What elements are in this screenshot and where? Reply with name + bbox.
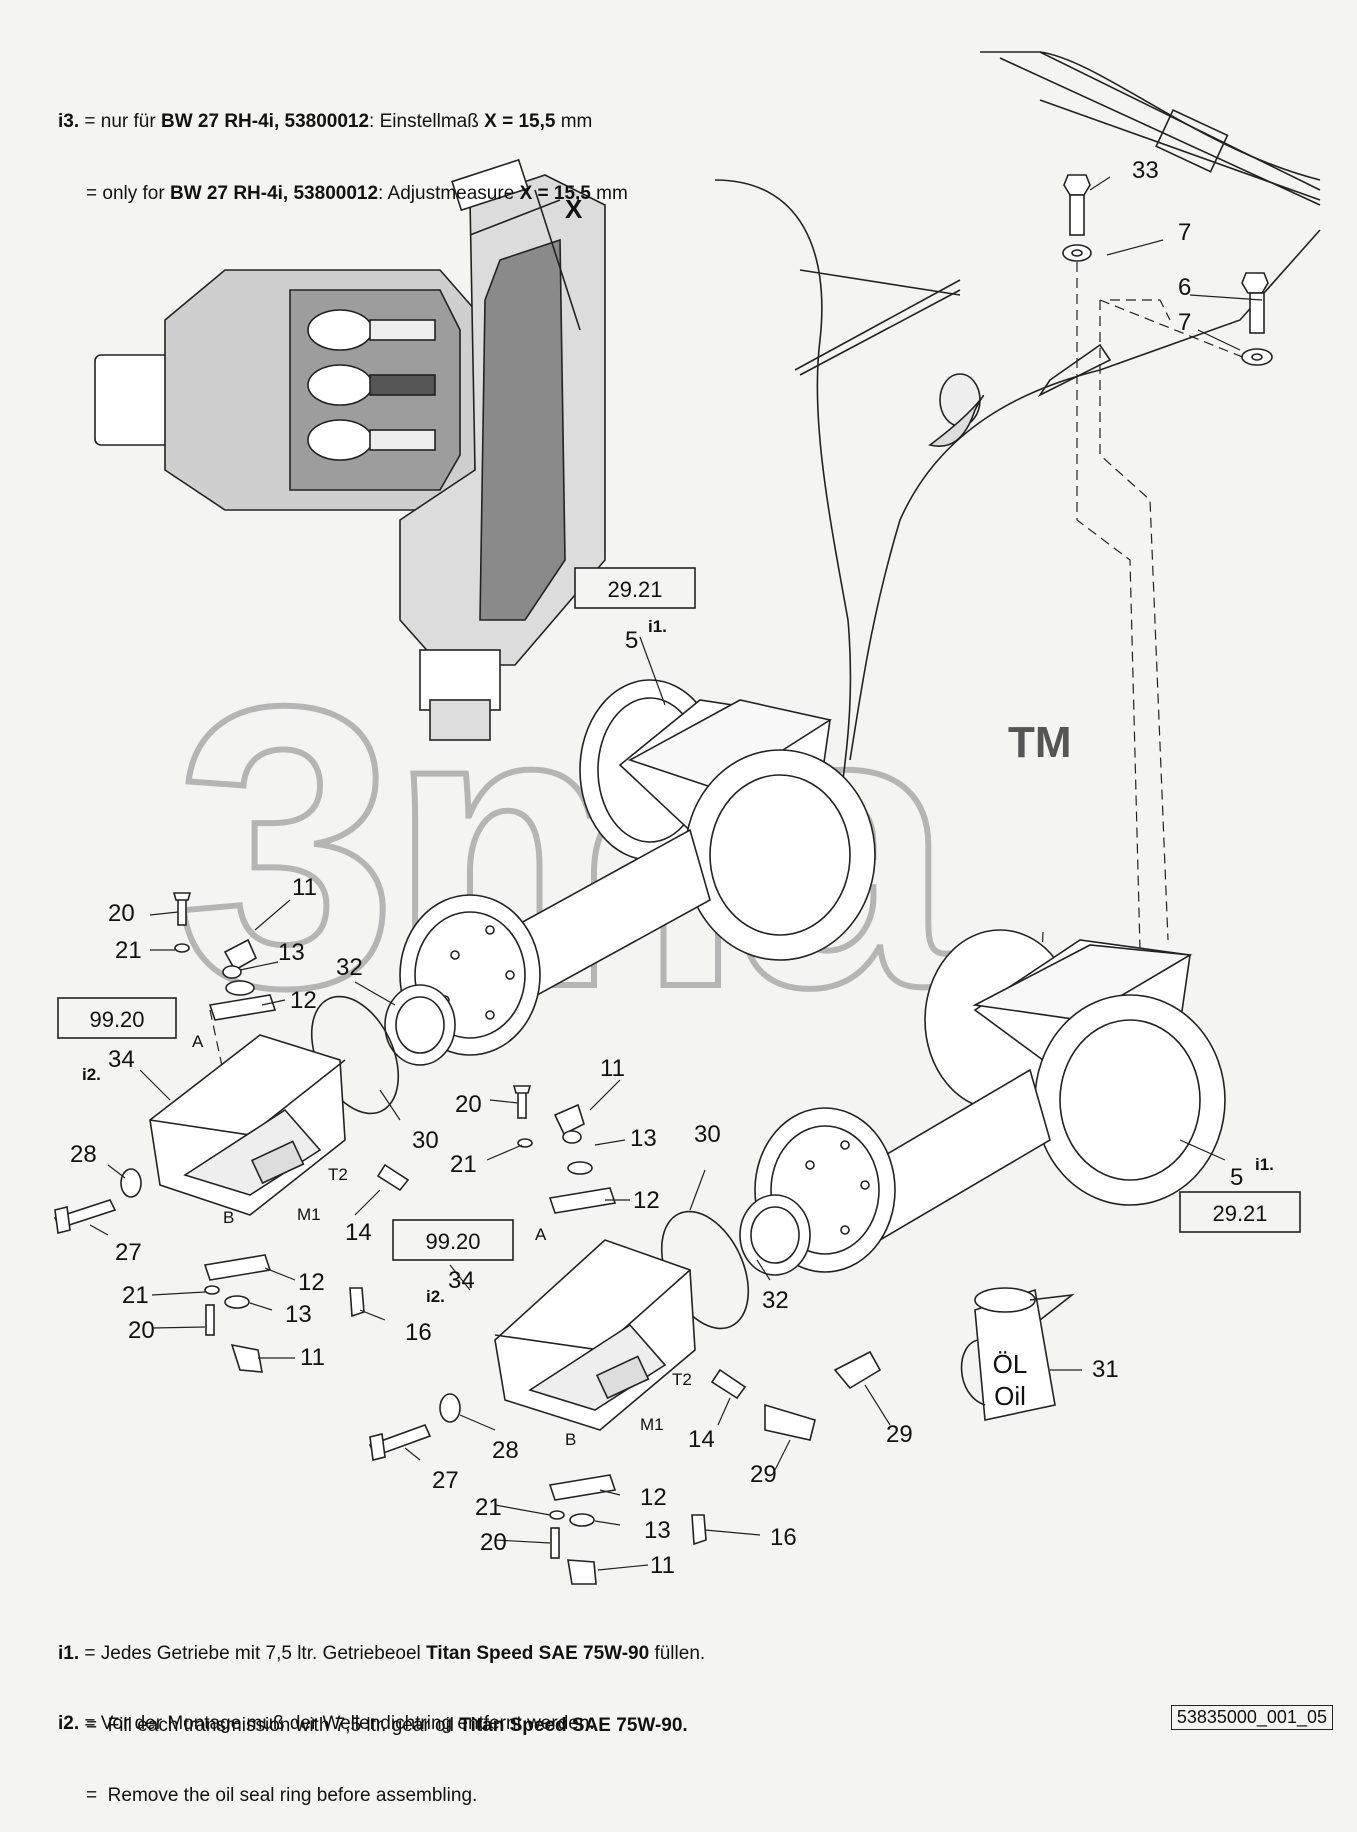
mounting-bracket: [928, 343, 1112, 447]
callout-21-left-top: 21: [115, 937, 142, 964]
callout-5-bottom: 5: [1230, 1164, 1243, 1191]
port-label-a-right: A: [535, 1225, 547, 1244]
svg-text:99.20: 99.20: [425, 1229, 480, 1254]
callout-11-right-top: 11: [600, 1055, 625, 1082]
callout-29-right: 29: [886, 1421, 913, 1448]
svg-text:29.21: 29.21: [607, 577, 662, 602]
callout-32-right: 32: [762, 1287, 789, 1314]
hydraulic-motor-cutaway: [94, 158, 606, 741]
callout-14-right: 14: [688, 1426, 715, 1453]
callout-12-right-top: 12: [633, 1187, 660, 1214]
callout-13-right-bottom: 13: [644, 1517, 671, 1544]
callout-13-left-bottom: 13: [285, 1301, 312, 1328]
port-label-b-right: B: [565, 1430, 576, 1449]
svg-text:29.21: 29.21: [1212, 1201, 1267, 1226]
bolt-6: [1241, 272, 1273, 366]
ref-box-99-20-left: 99.20: [57, 997, 177, 1039]
note-i2: i2. = Vor der Montage muß der Wellendich…: [58, 1664, 595, 1832]
callout-13-right-top: 13: [630, 1125, 657, 1152]
callout-7-mid: 7: [1178, 309, 1191, 336]
callout-14-left: 14: [345, 1219, 372, 1246]
note-i1-de: i1. = Jedes Getriebe mit 7,5 ltr. Getrie…: [58, 1643, 706, 1664]
svg-text:TM: TM: [1008, 718, 1072, 767]
oil-can: ÖL Oil: [960, 1287, 1075, 1421]
note-i2-de: i2. = Vor der Montage muß der Wellendich…: [58, 1713, 595, 1734]
callout-27-right: 27: [432, 1467, 459, 1494]
callout-32-left: 32: [336, 954, 363, 981]
axial-pump-left: [149, 1034, 346, 1216]
callout-16-right: 16: [770, 1524, 797, 1551]
svg-text:Oil: Oil: [994, 1381, 1026, 1411]
callout-6: 6: [1178, 274, 1191, 301]
callout-12-left-top: 12: [290, 987, 317, 1014]
callout-29-left: 29: [750, 1461, 777, 1488]
leader-lines: [89, 176, 1263, 1571]
callout-20-left-top: 20: [108, 900, 135, 927]
ref-box-99-20-right: 99.20: [392, 1219, 514, 1261]
diagram-canvas: 3ma TM: [53, 51, 1321, 1585]
small-parts-right: [368, 1085, 882, 1585]
note-i3-de: i3. = nur für BW 27 RH-4i, 53800012: Ein…: [58, 111, 593, 132]
callout-28-right: 28: [492, 1437, 519, 1464]
callout-30-left: 30: [412, 1127, 439, 1154]
callout-20-right-top: 20: [455, 1091, 482, 1118]
note-i1: i1. = Jedes Getriebe mit 7,5 ltr. Getrie…: [58, 1594, 705, 1762]
note-i2-en: = Remove the oil seal ring before assemb…: [86, 1785, 478, 1806]
ref-box-29-21-bottom: 29.21: [1179, 1191, 1301, 1233]
callout-27-left: 27: [115, 1239, 142, 1266]
callout-11-left-bottom: 11: [300, 1344, 325, 1371]
port-label-m1-left: M1: [297, 1205, 321, 1224]
document-id: 53835000_001_05: [1170, 1705, 1333, 1730]
callout-28-left: 28: [70, 1141, 97, 1168]
ref-box-29-21-top: 29.21: [574, 567, 696, 609]
note-i1-en: = Fill each transmission with 7,5 ltr. g…: [86, 1715, 688, 1736]
bolt-33: [1062, 174, 1092, 262]
callout-12-left-bottom: 12: [298, 1269, 325, 1296]
callout-21-right-top: 21: [450, 1151, 477, 1178]
port-label-m1-right: M1: [640, 1415, 664, 1434]
port-label-t2-right: T2: [672, 1370, 692, 1389]
port-labels: A B T2 M1 A B T2 M1: [192, 1032, 692, 1449]
port-label-b-left: B: [223, 1208, 234, 1227]
note-i3-en: = only for BW 27 RH-4i, 53800012: Adjust…: [86, 183, 628, 204]
callout-34-right: 34: [448, 1267, 475, 1294]
callout-13-left-top: 13: [278, 939, 305, 966]
callout-5-top-tag: i1.: [648, 617, 667, 636]
dimension-x-label: X: [565, 194, 583, 224]
note-i3: i3. = nur für BW 27 RH-4i, 53800012: Ein…: [58, 62, 628, 230]
callout-34-left: 34: [108, 1046, 135, 1073]
callout-5-top: 5: [625, 627, 638, 654]
final-drive-lower: [739, 929, 1226, 1276]
callout-16-left: 16: [405, 1319, 432, 1346]
callout-11-left-top: 11: [292, 874, 317, 901]
port-label-a-left: A: [192, 1032, 204, 1051]
port-label-t2-left: T2: [328, 1165, 348, 1184]
svg-text:99.20: 99.20: [89, 1007, 144, 1032]
axial-pump-right: [494, 1239, 696, 1431]
callout-numbers: 33 7 6 7 5 i1. 5 i1. 20 21 11 13 12 32 3…: [70, 157, 1274, 1579]
exploded-parts-diagram: 3ma TM: [53, 51, 1321, 1585]
callout-12-right-bottom: 12: [640, 1484, 667, 1511]
callout-30-right: 30: [694, 1121, 721, 1148]
callout-34-left-tag: i2.: [82, 1065, 101, 1084]
callout-11-right-bottom: 11: [650, 1552, 675, 1579]
svg-text:ÖL: ÖL: [993, 1349, 1028, 1379]
callout-20-right-bottom: 20: [480, 1529, 507, 1556]
callout-33: 33: [1132, 157, 1159, 184]
callout-20-left-bottom: 20: [128, 1317, 155, 1344]
chassis-frame: [714, 51, 1321, 781]
callout-21-left-bottom: 21: [122, 1282, 149, 1309]
callout-31: 31: [1092, 1356, 1119, 1383]
small-parts-left: [53, 892, 410, 1373]
callout-21-right-bottom: 21: [475, 1494, 502, 1521]
callout-7-top: 7: [1178, 219, 1191, 246]
callout-5-bottom-tag: i1.: [1255, 1155, 1274, 1174]
final-drive-upper: [384, 679, 876, 1066]
callout-34-right-tag: i2.: [426, 1287, 445, 1306]
